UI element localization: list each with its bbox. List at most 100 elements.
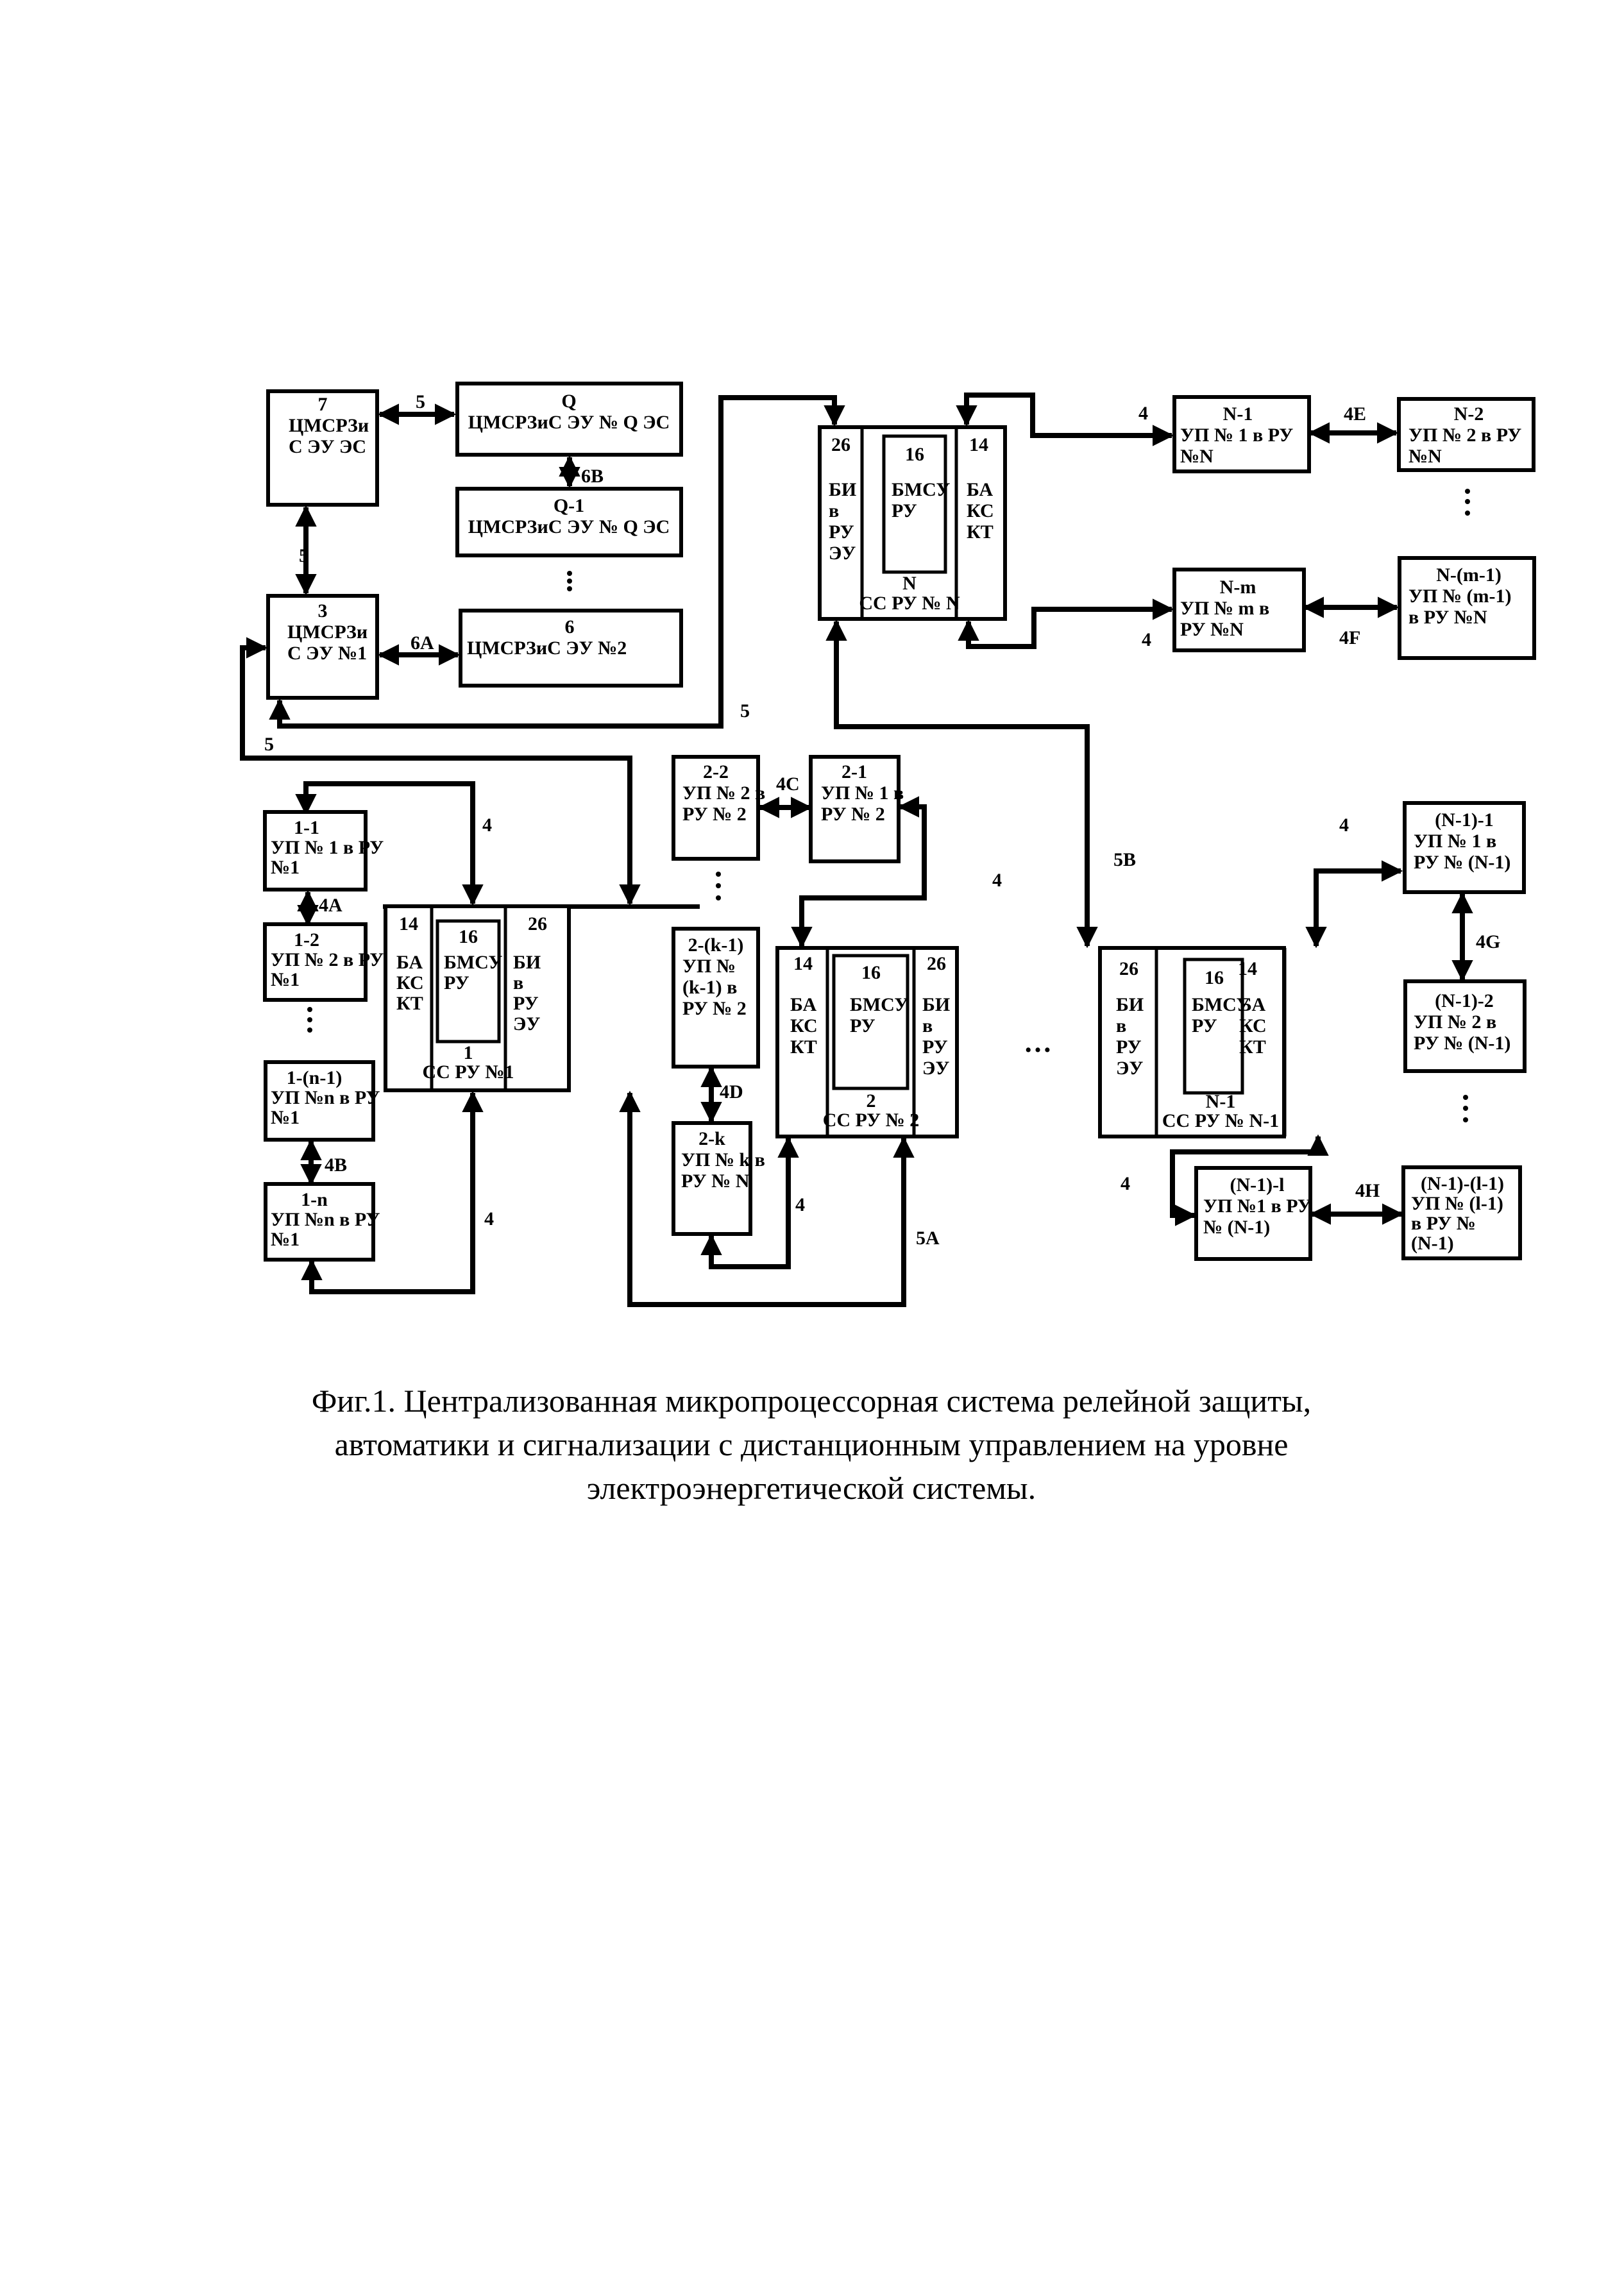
ss-name: СС РУ № N xyxy=(859,593,960,614)
module-label: КТ xyxy=(967,521,994,543)
block-3: 3 ЦМСРЗи С ЭУ №1 xyxy=(266,594,379,700)
module-label: КТ xyxy=(396,993,423,1014)
link-label: 4 xyxy=(795,1194,805,1215)
link-ss2-21 xyxy=(791,796,927,949)
block-(N-1)-l: (N-1)-l УП №1 в РУ № (N-1) xyxy=(1194,1166,1312,1261)
block-number: (N-1)-l xyxy=(1230,1174,1285,1196)
module-label: КС xyxy=(396,972,424,993)
caption-line: Фиг.1. Централизованная микропроцессорна… xyxy=(311,1383,1312,1419)
caption-line: автоматики и сигнализации с дистанционны… xyxy=(334,1426,1289,1462)
block-1-n: 1-n УП №n в РУ №1 xyxy=(264,1182,380,1262)
block-number: (N-1)-2 xyxy=(1435,990,1494,1011)
block-1-(n-1): 1-(n-1) УП №n в РУ №1 xyxy=(264,1060,380,1142)
block-number: 2-1 xyxy=(842,761,867,782)
block-label: ЦМСРЗи xyxy=(289,415,369,436)
block-7: 7 ЦМСРЗи С ЭУ ЭС xyxy=(266,389,379,507)
block-label: РУ № (N-1) xyxy=(1414,1033,1510,1054)
link-label: 4 xyxy=(482,815,492,836)
module-label: БА xyxy=(396,952,423,973)
link-label: 4 xyxy=(1339,815,1349,836)
block-N-2: N-2 УП № 2 в РУ №N xyxy=(1397,397,1535,472)
module-label: ЭУ xyxy=(1116,1058,1143,1079)
block-label: УП №1 в РУ xyxy=(1203,1196,1312,1217)
link-labels: 5 5 6A 6B 5 5 4 4E 4 4F 4 4A 4B 4 4C 4 4… xyxy=(264,391,1500,1249)
block-2-(k-1): 2-(k-1) УП № (k-1) в РУ № 2 xyxy=(672,927,760,1069)
module-number: 26 xyxy=(528,913,547,934)
module-number: 14 xyxy=(969,434,988,455)
block-label: УП № 2 в РУ xyxy=(1408,425,1521,446)
module-number: 16 xyxy=(459,926,478,947)
block-label: РУ № (N-1) xyxy=(1414,852,1510,873)
block-1-1: 1-1 УП № 1 в РУ №1 xyxy=(263,810,384,891)
block-label: РУ №N xyxy=(1180,619,1244,640)
block-label: УП № (l-1) xyxy=(1411,1193,1503,1214)
vertical-ellipsis xyxy=(567,571,572,591)
ss-id: 1 xyxy=(464,1042,473,1063)
link-label: 5 xyxy=(264,734,274,755)
block-label: УП № xyxy=(682,956,736,977)
block-label: (N-1) xyxy=(1411,1233,1454,1254)
vertical-ellipsis xyxy=(716,872,721,900)
figure-caption: Фиг.1. Централизованная микропроцессорна… xyxy=(192,1379,1430,1510)
module-label: РУ xyxy=(513,993,539,1014)
module-label: БМСУ xyxy=(850,994,908,1015)
ss-ru-N-1: 26 БИ в РУ ЭУ 16 БМСУ РУ N-1 СС РУ № N-1… xyxy=(1098,946,1287,1138)
vertical-ellipsis xyxy=(307,1007,312,1033)
module-label: РУ xyxy=(922,1036,948,1058)
block-label: ЦМСРЗи xyxy=(287,621,368,643)
module-number: 16 xyxy=(905,444,924,465)
module-number: 14 xyxy=(399,913,418,934)
block-label: УП № (m-1) xyxy=(1408,586,1511,607)
block-number: 3 xyxy=(318,600,328,621)
block-label: (k-1) в xyxy=(682,977,737,998)
link-label: 4B xyxy=(325,1154,347,1176)
link-label: 4F xyxy=(1339,627,1360,648)
module-label: КС xyxy=(967,500,994,521)
module-label: в xyxy=(829,500,839,521)
block-label: ЦМСРЗиС ЭУ № Q ЭС xyxy=(468,412,670,433)
block-(N-1)-(l-1): (N-1)-(l-1) УП № (l-1) в РУ № (N-1) xyxy=(1401,1165,1522,1260)
block-1-2: 1-2 УП № 2 в РУ №1 xyxy=(263,922,384,1002)
block-label: УП № 2 в xyxy=(682,782,765,804)
block-label: в РУ № xyxy=(1411,1213,1476,1234)
link-label: 4C xyxy=(776,773,800,795)
module-label: РУ xyxy=(892,500,917,521)
block-label: в РУ №N xyxy=(1408,607,1487,628)
block-N-1: N-1 УП № 1 в РУ №N xyxy=(1172,395,1311,473)
module-number: 16 xyxy=(861,962,881,983)
module-label: БИ xyxy=(922,994,950,1015)
block-number: 1-n xyxy=(301,1189,328,1210)
block-number: 2-k xyxy=(698,1128,725,1149)
link-label: 4 xyxy=(1121,1173,1130,1194)
module-label: КС xyxy=(790,1015,818,1036)
block-number: 2-(k-1) xyxy=(688,934,744,956)
link-label: 5 xyxy=(740,700,750,722)
block-2-1: 2-1 УП № 1 в РУ № 2 xyxy=(809,755,904,863)
block-number: 1-2 xyxy=(294,929,319,951)
link-label: 6A xyxy=(410,632,434,654)
block-(N-1)-1: (N-1)-1 УП № 1 в РУ № (N-1) xyxy=(1403,801,1526,894)
block-2-2: 2-2 УП № 2 в РУ № 2 xyxy=(672,755,765,861)
block-number: 2-2 xyxy=(703,761,729,782)
block-6: 6 ЦМСРЗиС ЭУ №2 xyxy=(459,609,683,688)
block-label: УП № k в xyxy=(681,1149,765,1170)
module-label: БМСУ xyxy=(1192,994,1250,1015)
block-label: РУ № 2 xyxy=(821,804,885,825)
link-label: 5 xyxy=(299,545,309,566)
block-label: №1 xyxy=(271,1107,300,1128)
module-label: ЭУ xyxy=(922,1058,949,1079)
link-ss2-2k xyxy=(700,1136,799,1269)
block-label: УП № 1 в РУ xyxy=(271,837,384,858)
ss-id: 2 xyxy=(867,1090,876,1111)
module-label: БИ xyxy=(513,952,541,973)
link-ss1-11 xyxy=(295,781,484,906)
block-(N-1)-2: (N-1)-2 УП № 2 в РУ № (N-1) xyxy=(1403,979,1527,1073)
block-label: № (N-1) xyxy=(1203,1217,1270,1238)
ss-ru-2: 14 БА КС КТ 16 БМСУ РУ 2 СС РУ № 2 26 БИ… xyxy=(775,946,959,1138)
module-label: БИ xyxy=(1116,994,1144,1015)
block-number: N-m xyxy=(1220,577,1256,598)
block-label: РУ № 2 xyxy=(682,804,747,825)
module-label: РУ xyxy=(444,972,469,993)
vertical-ellipsis xyxy=(1463,1095,1468,1122)
connections xyxy=(240,393,1473,1307)
